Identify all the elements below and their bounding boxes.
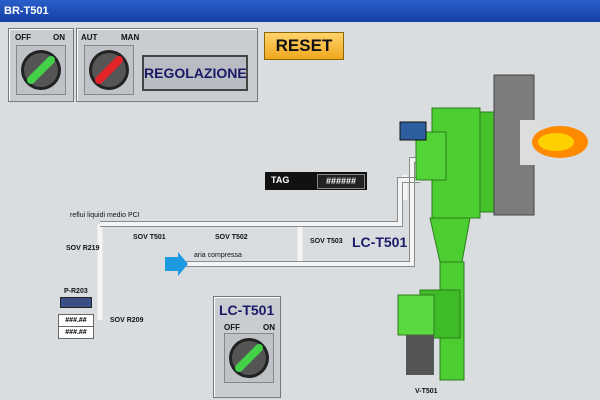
- knob-green-icon: [229, 338, 269, 378]
- lc-switch[interactable]: [224, 333, 274, 383]
- tag-value: ######: [317, 174, 365, 189]
- lc-loop-label: LC-T501: [352, 234, 408, 250]
- reset-button[interactable]: RESET: [264, 32, 344, 60]
- lc-panel: LC-T501 OFF ON: [213, 296, 281, 398]
- valve-label-r209: SOV R209: [110, 317, 144, 324]
- valve-label-t503: SOV T503: [310, 238, 343, 245]
- knob-green-icon: [21, 50, 61, 90]
- window-title: BR-T501: [0, 0, 600, 22]
- onoff-switch[interactable]: [16, 45, 66, 95]
- fan-label: V-T501: [415, 388, 438, 395]
- lc-panel-title: LC-T501: [219, 302, 275, 318]
- valve-label-t502: SOV T502: [215, 234, 248, 241]
- feed-label: reflui liquidi medio PCI: [70, 212, 140, 219]
- knob-red-icon: [89, 50, 129, 90]
- on-label: ON: [53, 33, 65, 42]
- flame-icon: [532, 126, 588, 158]
- lc-off-label: OFF: [224, 323, 240, 332]
- mode-switch[interactable]: [84, 45, 134, 95]
- air-arrow-icon: [165, 252, 188, 276]
- tag-display: TAG ######: [265, 172, 367, 190]
- off-label: OFF: [15, 33, 31, 42]
- onoff-panel: OFF ON: [8, 28, 74, 102]
- pump-label: P-R203: [64, 288, 88, 295]
- pump-indicator: [60, 297, 92, 308]
- regolazione-button[interactable]: REGOLAZIONE: [142, 55, 248, 91]
- tag-label: TAG: [271, 175, 290, 185]
- pump-value-2: ###.##: [58, 326, 94, 339]
- valve-label-t501: SOV T501: [133, 234, 166, 241]
- man-label: MAN: [121, 33, 140, 42]
- air-label: aria compressa: [194, 252, 242, 259]
- lc-on-label: ON: [263, 323, 275, 332]
- aut-label: AUT: [81, 33, 98, 42]
- valve-label-r219: SOV R219: [66, 245, 100, 252]
